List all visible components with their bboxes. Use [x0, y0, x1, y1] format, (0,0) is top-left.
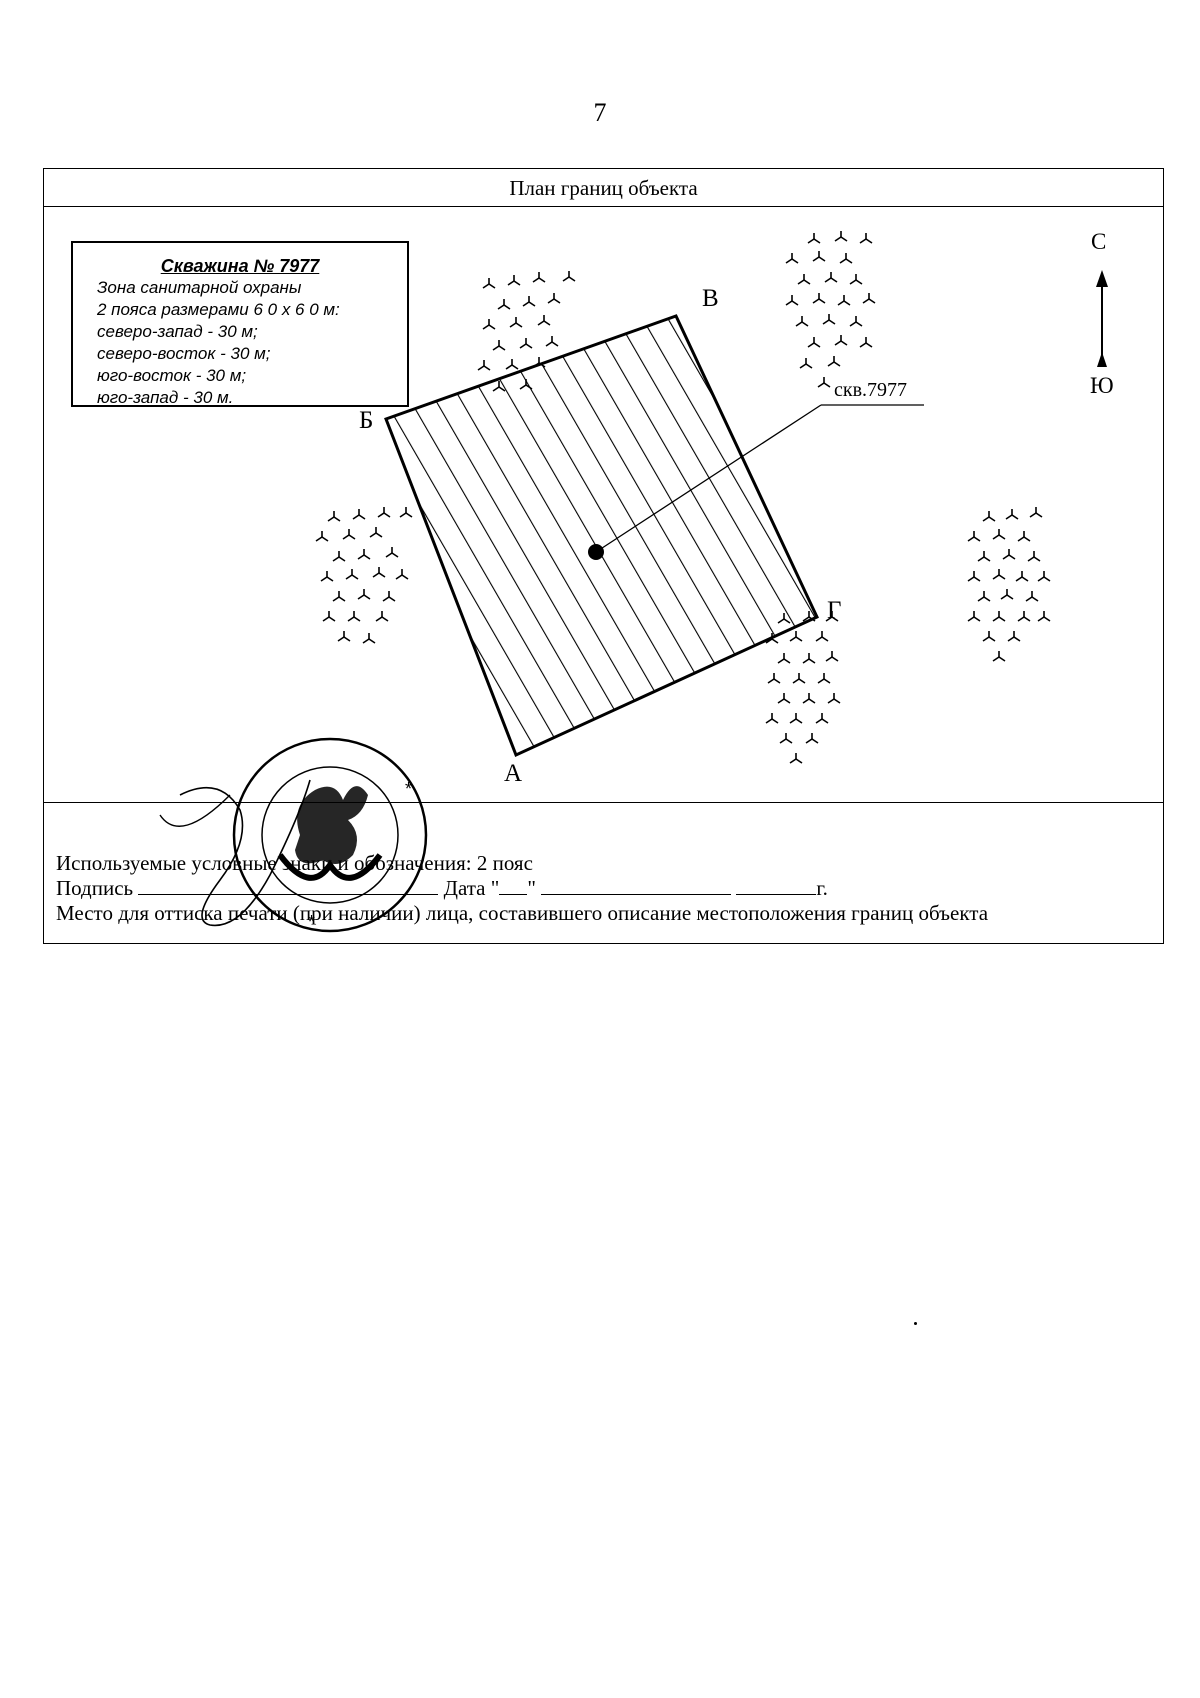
legend-box: Скважина № 7977 Зона санитарной охраны 2… [71, 241, 409, 407]
legend-line: юго-запад - 30 м. [97, 388, 234, 407]
date-label: Дата " [443, 876, 500, 900]
legend-line: Зона санитарной охраны [97, 278, 302, 297]
section-divider [44, 802, 1163, 803]
svg-text:*: * [405, 779, 412, 799]
map-drawing [315, 230, 1108, 764]
signature-blank [138, 876, 439, 895]
date-year-blank [736, 876, 817, 895]
legend-line: северо-запад - 30 м; [97, 322, 258, 341]
legend-line: юго-восток - 30 м; [97, 366, 247, 385]
tree-cluster-2 [785, 230, 876, 388]
legend-line: северо-восток - 30 м; [97, 344, 271, 363]
date-month-blank [541, 876, 732, 895]
year-suffix: г. [816, 876, 828, 900]
vertex-label-v: В [702, 285, 719, 312]
signature-label: Подпись [56, 876, 134, 900]
svg-text:*: * [308, 912, 315, 932]
seal-place-line: Место для оттиска печати (при наличии) л… [56, 901, 989, 925]
page-number: 7 [593, 98, 607, 127]
plan-frame: План границ объекта [43, 168, 1164, 944]
map-area: В Б Г А скв.7977 С Ю [44, 207, 1163, 971]
vertex-label-a: А [504, 760, 523, 787]
south-label: Ю [1090, 373, 1114, 398]
organization-stamp: * * [159, 737, 428, 933]
vertex-label-g: Г [827, 597, 842, 624]
signature-line: Подпись Дата " " г. [56, 876, 988, 901]
legend-heading: Скважина № 7977 [160, 256, 320, 276]
well-label: скв.7977 [834, 379, 908, 401]
tree-cluster-3 [315, 506, 413, 644]
protection-zone [384, 314, 819, 758]
vertex-label-b: Б [359, 407, 374, 434]
date-day-blank [499, 876, 528, 895]
stray-mark [914, 1322, 917, 1325]
date-mid: " [527, 876, 536, 900]
tree-cluster-4 [967, 506, 1051, 662]
plan-title: План границ объекта [44, 169, 1163, 207]
well-marker [588, 544, 604, 560]
legend-line: 2 пояса размерами 6 0 х 6 0 м: [97, 300, 340, 319]
north-label: С [1091, 229, 1107, 254]
